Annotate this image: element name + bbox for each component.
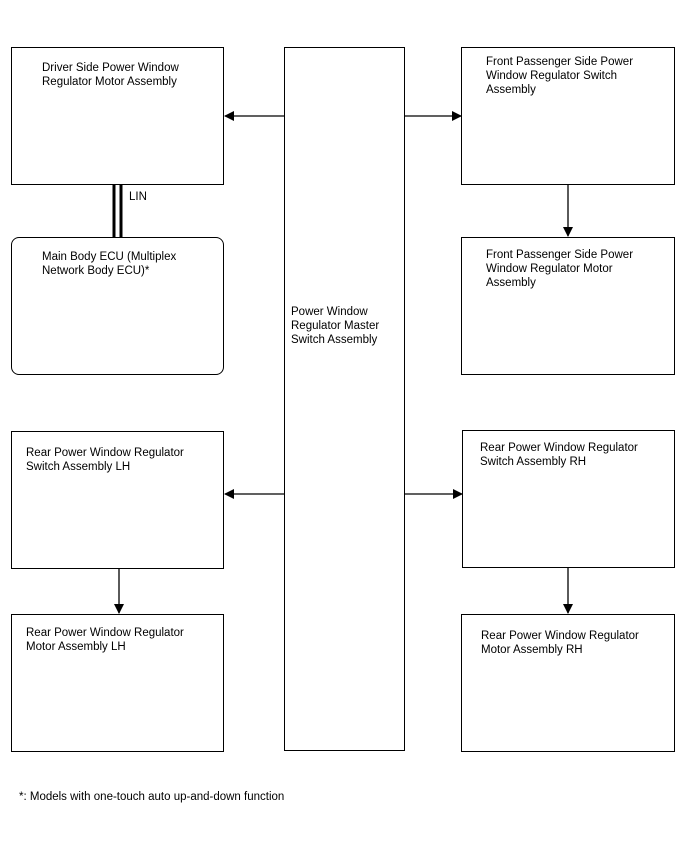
fp-switch-label: Front Passenger Side Power Window Regula…: [486, 56, 634, 96]
rear-lh-switch-block: Rear Power Window Regulator Switch Assem…: [11, 431, 224, 569]
lin-label: LIN: [129, 191, 147, 203]
fp-motor-label: Front Passenger Side Power Window Regula…: [486, 249, 634, 289]
master-switch-label: Power Window Regulator Master Switch Ass…: [291, 306, 380, 346]
driver-motor-label: Driver Side Power Window Regulator Motor…: [42, 62, 179, 88]
rear-rh-motor-label: Rear Power Window Regulator Motor Assemb…: [481, 630, 639, 656]
main-body-ecu-label: Main Body ECU (Multiplex Network Body EC…: [42, 251, 177, 277]
main-body-ecu-block: Main Body ECU (Multiplex Network Body EC…: [11, 237, 224, 375]
rear-rh-switch-label: Rear Power Window Regulator Switch Assem…: [480, 442, 638, 468]
fp-motor-block: Front Passenger Side Power Window Regula…: [461, 237, 675, 375]
lin-bus-line: [112, 184, 123, 238]
master-switch-block: Power Window Regulator Master Switch Ass…: [284, 47, 405, 751]
rear-lh-motor-block: Rear Power Window Regulator Motor Assemb…: [11, 614, 224, 752]
rear-lh-motor-label: Rear Power Window Regulator Motor Assemb…: [26, 627, 184, 653]
fp-switch-block: Front Passenger Side Power Window Regula…: [461, 47, 675, 185]
rear-rh-switch-block: Rear Power Window Regulator Switch Assem…: [462, 430, 675, 568]
rear-rh-motor-block: Rear Power Window Regulator Motor Assemb…: [461, 614, 675, 752]
rear-lh-switch-label: Rear Power Window Regulator Switch Assem…: [26, 447, 184, 473]
driver-motor-block: Driver Side Power Window Regulator Motor…: [11, 47, 224, 185]
footnote: *: Models with one-touch auto up-and-dow…: [19, 791, 285, 803]
